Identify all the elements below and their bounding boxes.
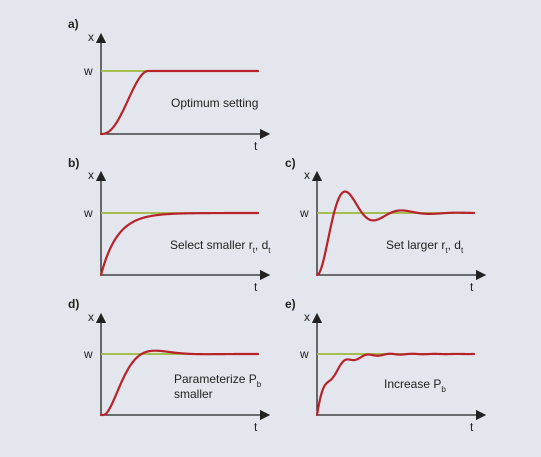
x-axis-label: t bbox=[254, 280, 258, 294]
annotation-text: Optimum setting bbox=[171, 96, 258, 110]
response-curve bbox=[315, 190, 476, 277]
response-curve bbox=[315, 352, 476, 417]
setpoint-label: w bbox=[83, 64, 93, 78]
annotation-text: Select smaller rt, dt bbox=[170, 238, 271, 255]
panel-label: a) bbox=[68, 17, 79, 31]
annotation-text: smaller bbox=[174, 387, 213, 401]
x-axis-label: t bbox=[254, 139, 258, 153]
response-curve bbox=[99, 69, 260, 136]
x-axis-label: t bbox=[470, 420, 474, 434]
x-axis-label: t bbox=[470, 280, 474, 294]
y-axis-label: x bbox=[304, 310, 310, 324]
y-axis-label: x bbox=[88, 310, 94, 324]
setpoint-label: w bbox=[299, 347, 309, 361]
y-axis-label: x bbox=[88, 30, 94, 44]
y-axis-label: x bbox=[88, 168, 94, 182]
annotation-text: Increase Pb bbox=[384, 377, 446, 394]
response-curve bbox=[99, 349, 260, 417]
panel-label: c) bbox=[285, 156, 296, 170]
panel-label: e) bbox=[285, 297, 296, 311]
x-axis-label: t bbox=[254, 420, 258, 434]
panel-label: b) bbox=[68, 156, 79, 170]
setpoint-label: w bbox=[299, 206, 309, 220]
setpoint-label: w bbox=[83, 347, 93, 361]
panel-label: d) bbox=[68, 297, 79, 311]
annotation-text: Parameterize Pb bbox=[174, 372, 262, 389]
setpoint-label: w bbox=[83, 206, 93, 220]
y-axis-label: x bbox=[304, 168, 310, 182]
response-curve bbox=[99, 211, 260, 277]
annotation-text: Set larger rt, dt bbox=[386, 238, 464, 255]
